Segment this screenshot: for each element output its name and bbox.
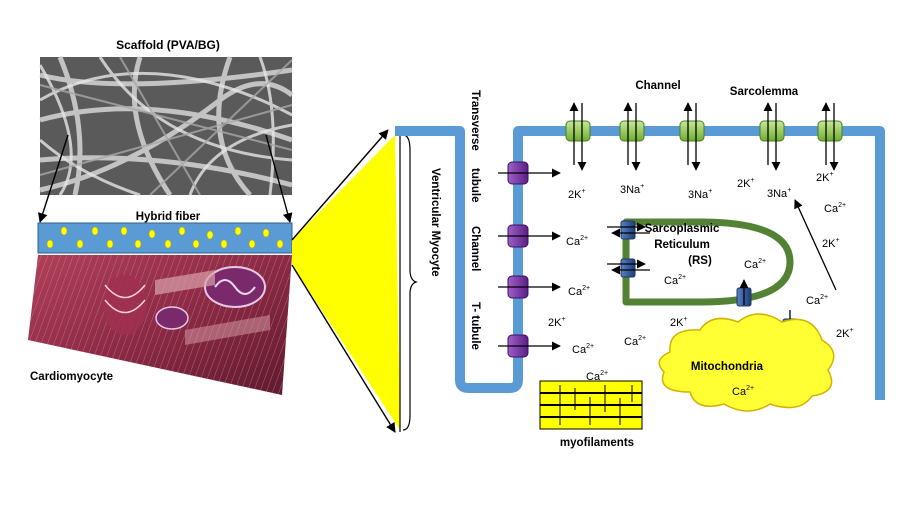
particle-dot bbox=[106, 239, 114, 249]
green-channel bbox=[679, 120, 705, 142]
ion-charge: + bbox=[829, 171, 833, 178]
cardiomyocyte-label: Cardiomyocyte bbox=[30, 371, 113, 383]
particle-dot bbox=[206, 230, 214, 240]
green-channel bbox=[817, 120, 843, 142]
particle-dot bbox=[46, 239, 54, 249]
particle-dot bbox=[120, 226, 128, 236]
particle-dot bbox=[91, 226, 99, 236]
particle-dot bbox=[262, 228, 270, 238]
mitochondria bbox=[658, 313, 835, 412]
particle-dot bbox=[76, 239, 84, 249]
ion-label-ca-mid: Ca2+ bbox=[624, 335, 646, 348]
ion-charge: 2+ bbox=[638, 335, 646, 342]
ion-charge: + bbox=[683, 316, 687, 323]
sr-label-1: Sarcoplasmic bbox=[645, 223, 720, 235]
scaffold-title: Scaffold (PVA/BG) bbox=[116, 38, 220, 52]
myofilaments-label: myofilaments bbox=[560, 437, 634, 449]
ion-charge: + bbox=[750, 177, 754, 184]
purple-channels bbox=[498, 161, 561, 358]
ion-label-na-a: 3Na+ bbox=[620, 183, 644, 196]
t-tubule-label: T- tubule bbox=[469, 302, 481, 350]
ion-charge: 2+ bbox=[580, 235, 588, 242]
ion-label-k-right: 2K+ bbox=[822, 237, 840, 250]
ion-charge: + bbox=[787, 187, 791, 194]
particle-dot bbox=[148, 229, 156, 239]
sarcolemma-label: Sarcolemma bbox=[730, 86, 799, 98]
green-channel bbox=[759, 120, 785, 142]
ion-label-na-b: 3Na+ bbox=[688, 188, 712, 201]
scaffold-sem-image bbox=[38, 56, 294, 197]
myocyte-bracket bbox=[402, 134, 418, 431]
ion-label-ca-right: Ca2+ bbox=[824, 202, 846, 215]
hybrid-fiber-band bbox=[37, 222, 293, 254]
ion-charge: + bbox=[561, 316, 565, 323]
ion-charge: + bbox=[849, 327, 853, 334]
sarcoplasmic-reticulum bbox=[622, 218, 794, 306]
ion-charge: 2+ bbox=[838, 202, 846, 209]
particle-dot bbox=[164, 239, 172, 249]
particle-dot bbox=[220, 239, 228, 249]
green-channels bbox=[565, 102, 843, 171]
ion-label-ca-left-b: Ca2+ bbox=[568, 285, 590, 298]
mitochondria-label: Mitochondria bbox=[691, 361, 764, 373]
ion-charge: 2+ bbox=[758, 258, 766, 265]
ion-label-k-mid: 2K+ bbox=[670, 316, 688, 329]
particle-dot bbox=[234, 226, 242, 236]
myofilaments-block bbox=[539, 380, 643, 430]
channel-side-label: Channel bbox=[469, 226, 481, 271]
ion-charge: + bbox=[708, 188, 712, 195]
ion-charge: 2+ bbox=[582, 285, 590, 292]
tubule-label: tubule bbox=[469, 168, 481, 203]
ion-charge: 2+ bbox=[820, 294, 828, 301]
green-channel bbox=[619, 120, 645, 142]
particle-dot bbox=[178, 226, 186, 236]
cardiomyocyte-image bbox=[28, 255, 292, 395]
sarcolemma-membrane bbox=[395, 126, 885, 400]
particle-dot bbox=[134, 239, 142, 249]
particle-dot bbox=[248, 239, 256, 249]
ion-charge: + bbox=[640, 183, 644, 190]
ion-label-k-c: 2K+ bbox=[816, 171, 834, 184]
ion-label-ca-left-c: Ca2+ bbox=[572, 343, 594, 356]
ion-label-ca-left-a: Ca2+ bbox=[566, 235, 588, 248]
ion-label-k-a: 2K+ bbox=[568, 188, 586, 201]
ion-charge: 2+ bbox=[600, 370, 608, 377]
hybrid-fiber-label: Hybrid fiber bbox=[136, 211, 201, 223]
ion-charge: + bbox=[581, 188, 585, 195]
ion-label-k-b: 2K+ bbox=[737, 177, 755, 190]
ion-label-k-left: 2K+ bbox=[548, 316, 566, 329]
particle-dot bbox=[276, 239, 284, 249]
sr-label-2: Reticulum bbox=[654, 239, 710, 251]
transverse-label: Transverse bbox=[469, 90, 481, 151]
ion-charge: 2+ bbox=[586, 343, 594, 350]
ventricular-myocyte-label: Ventricular Myocyte bbox=[429, 168, 441, 277]
ion-charge: + bbox=[835, 237, 839, 244]
ion-charge: 2+ bbox=[746, 385, 754, 392]
channel-top-label: Channel bbox=[635, 80, 680, 92]
green-channel bbox=[565, 120, 591, 142]
ion-charge: 2+ bbox=[678, 274, 686, 281]
zoom-cone bbox=[292, 135, 400, 430]
ion-label-k-lower-right: 2K+ bbox=[836, 327, 854, 340]
ion-label-na-c: 3Na+ bbox=[767, 187, 791, 200]
sr-label-3: (RS) bbox=[688, 255, 712, 267]
particle-dot bbox=[60, 226, 68, 236]
ion-label-ca-lower-right: Ca2+ bbox=[806, 294, 828, 307]
particle-dot bbox=[192, 239, 200, 249]
